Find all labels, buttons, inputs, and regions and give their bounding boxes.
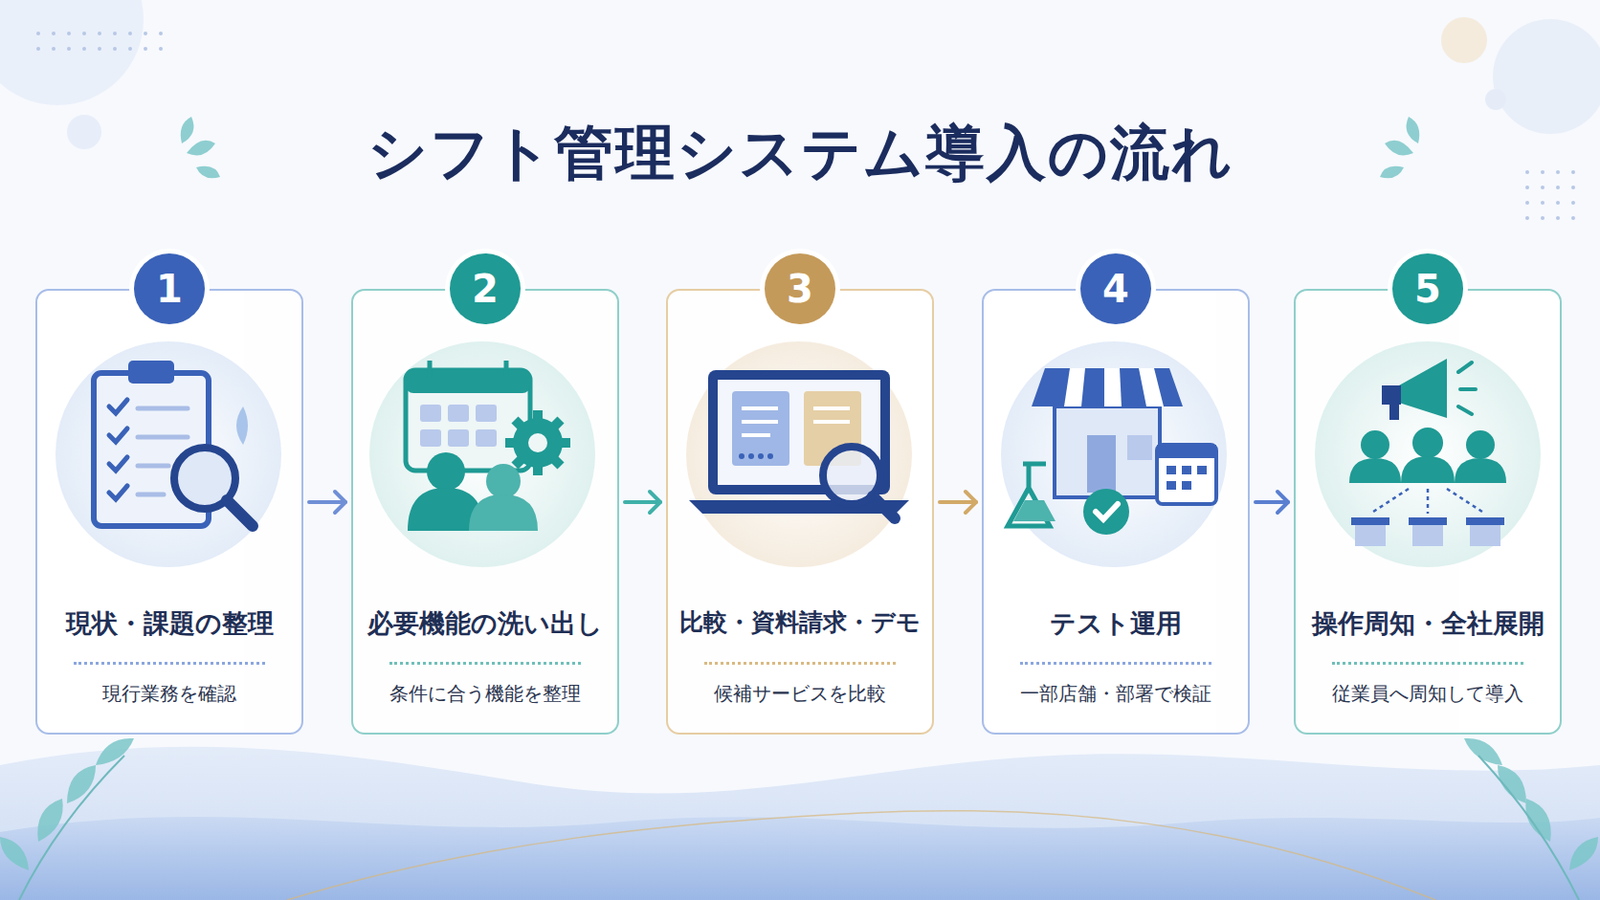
step-heading: 必要機能の洗い出し: [353, 606, 618, 642]
flow-arrow: [309, 491, 346, 513]
step-card: 必要機能の洗い出し条件に合う機能を整理2: [351, 288, 620, 735]
dotted-rule: [389, 662, 581, 666]
step-number: 5: [1414, 266, 1442, 312]
step-number: 1: [155, 266, 183, 312]
step-description: 条件に合う機能を整理: [353, 681, 618, 708]
step-card: 比較・資料請求・デモ候補サービスを比較3: [666, 288, 934, 735]
step-heading: 比較・資料請求・デモ: [667, 606, 933, 639]
dotted-rule: [1332, 662, 1524, 666]
step-heading: 操作周知・全社展開: [1295, 606, 1560, 642]
step-heading: 現状・課題の整理: [37, 606, 302, 642]
step-number-circle: 3: [764, 253, 836, 325]
step-number-circle: 2: [449, 253, 521, 325]
step-number-circle: 4: [1080, 253, 1152, 325]
diagram-title: シフト管理システム導入の流れ: [0, 112, 1600, 194]
step-description: 候補サービスを比較: [667, 681, 933, 708]
flow-arrow: [1255, 491, 1289, 513]
flow-arrow: [624, 491, 661, 513]
step-card: 操作周知・全社展開従業員へ周知して導入5: [1293, 288, 1562, 735]
step-number: 4: [1102, 266, 1130, 312]
step-description: 現行業務を確認: [37, 681, 302, 708]
step-number: 3: [786, 266, 814, 312]
step-heading: テスト運用: [983, 606, 1248, 642]
step-number-circle: 5: [1392, 253, 1464, 325]
step-number: 2: [471, 266, 499, 312]
step-card: 現状・課題の整理現行業務を確認1: [35, 288, 304, 735]
step-description: 従業員へ周知して導入: [1295, 681, 1560, 708]
step-description: 一部店舗・部署で検証: [983, 681, 1248, 708]
flow-arrow: [939, 491, 977, 513]
dotted-rule: [73, 662, 266, 666]
dotted-rule: [1020, 662, 1212, 666]
step-number-circle: 1: [133, 253, 205, 325]
step-card: テスト運用一部店舗・部署で検証4: [981, 288, 1250, 735]
dotted-rule: [704, 662, 896, 666]
